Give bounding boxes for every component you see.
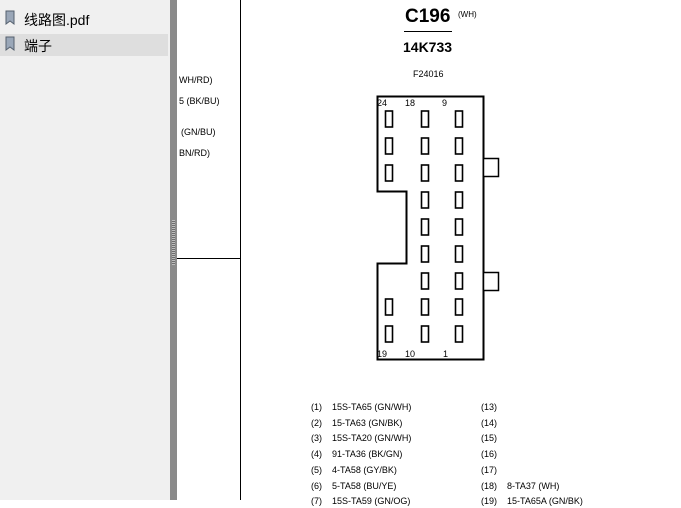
connector-cavity: [420, 218, 430, 236]
wire-line-vertical: [240, 0, 241, 500]
pin-number: (15): [481, 433, 498, 444]
pin-number: (4): [311, 449, 322, 460]
pin-row: (3) 15S-TA20 (GN/WH): [311, 433, 511, 445]
pin-circuit: 4-TA58 (GY/BK): [332, 464, 397, 475]
pin-row: (6) 5-TA58 (BU/YE): [311, 481, 511, 493]
pin-number: (1): [311, 402, 322, 412]
connector-outline: [376, 95, 485, 361]
pin-number: (19): [481, 496, 498, 507]
pin-circuit: 15S-TA20 (GN/WH): [332, 433, 412, 444]
connector-latch-bottom: [482, 271, 500, 292]
pin-row: (5) 4-TA58 (GY/BK): [311, 465, 511, 477]
wire-label: (GN/BU): [181, 127, 216, 137]
pin-row: (18) 8-TA37 (WH): [481, 481, 681, 493]
connector-cavity: [420, 325, 430, 343]
pin-row: (2) 15-TA63 (GN/BK): [311, 418, 511, 430]
connector-cavity: [420, 164, 430, 182]
pin-number: (2): [311, 417, 322, 428]
connector-cavity: [454, 272, 464, 290]
pin-number: (13): [481, 402, 498, 412]
pin-row: (16): [481, 449, 681, 461]
connector-ref-code: F24016: [413, 69, 444, 79]
connector-color: (WH): [458, 10, 477, 19]
pin-number: (14): [481, 417, 498, 428]
connector-face-diagram: 24 18 9 19 10 1: [376, 95, 500, 361]
splitter-grip[interactable]: [172, 220, 175, 265]
connector-cavities: [384, 110, 464, 343]
bookmark-icon: [5, 36, 15, 51]
pin-number: (16): [481, 449, 498, 460]
pin-circuit: 5-TA58 (BU/YE): [332, 480, 397, 491]
pin-circuit: 15-TA63 (GN/BK): [332, 417, 403, 428]
cavity-label-top-middle: 18: [405, 98, 415, 108]
bookmark-item-file[interactable]: 线路图.pdf: [0, 8, 168, 30]
wire-line-horizontal: [177, 258, 241, 259]
connector-cavity: [420, 245, 430, 263]
pin-number: (3): [311, 433, 322, 444]
cavity-label-bottom-left: 19: [377, 349, 387, 359]
pin-row: (14): [481, 418, 681, 430]
pin-row: (19) 15-TA65A (GN/BK): [481, 496, 681, 508]
bookmark-item-terminals[interactable]: 端子: [0, 34, 168, 56]
cavity-label-top-left: 24: [377, 98, 387, 108]
pin-number: (6): [311, 480, 322, 491]
connector-part-number: 14K733: [403, 39, 453, 55]
connector-cavity: [454, 137, 464, 155]
pin-row: (7) 15S-TA59 (GN/OG): [311, 496, 511, 508]
connector-cavity: [384, 137, 394, 155]
wire-label: BN/RD): [179, 148, 210, 158]
connector-cavity: [454, 164, 464, 182]
pin-number: (7): [311, 496, 322, 507]
connector-cavity: [454, 191, 464, 209]
pin-number: (17): [481, 464, 498, 475]
bookmarks-panel: 线路图.pdf 端子: [0, 0, 171, 500]
wire-label: 5 (BK/BU): [179, 96, 220, 106]
connector-cavity: [384, 164, 394, 182]
cavity-label-top-right: 9: [442, 98, 447, 108]
document-page: WH/RD) 5 (BK/BU) (GN/BU) BN/RD) C196 (WH…: [177, 0, 600, 506]
connector-id: C196: [405, 6, 451, 27]
pin-circuit: 15-TA65A (GN/BK): [507, 496, 583, 507]
pin-circuit: 15S-TA59 (GN/OG): [332, 496, 411, 507]
connector-cavity: [384, 325, 394, 343]
pin-row: (13): [481, 402, 681, 414]
pin-row: (1) 15S-TA65 (GN/WH): [311, 402, 511, 414]
connector-cavity: [454, 110, 464, 128]
connector-cavity: [420, 298, 430, 316]
cavity-label-bottom-right: 1: [443, 349, 448, 359]
pin-row: (15): [481, 433, 681, 445]
connector-cavity: [384, 110, 394, 128]
pin-row: (4) 91-TA36 (BK/GN): [311, 449, 511, 461]
connector-latch-top: [482, 157, 500, 178]
pin-circuit: 8-TA37 (WH): [507, 480, 560, 491]
connector-cavity: [420, 110, 430, 128]
panel-splitter[interactable]: [170, 0, 177, 500]
pin-number: (18): [481, 480, 498, 491]
pin-number: (5): [311, 464, 322, 475]
bookmark-icon: [5, 10, 15, 25]
connector-id-underline: [404, 31, 452, 32]
pin-row: (17): [481, 465, 681, 477]
connector-cavity: [454, 245, 464, 263]
bookmark-label: 端子: [24, 38, 52, 54]
cavity-label-bottom-middle: 10: [405, 349, 415, 359]
connector-cavity: [454, 298, 464, 316]
wire-label: WH/RD): [179, 75, 213, 85]
connector-cavity: [420, 272, 430, 290]
connector-cavity: [454, 218, 464, 236]
connector-cavity: [454, 325, 464, 343]
connector-cavity: [420, 137, 430, 155]
connector-cavity: [384, 298, 394, 316]
pin-circuit: 91-TA36 (BK/GN): [332, 449, 403, 460]
pin-circuit: 15S-TA65 (GN/WH): [332, 402, 412, 412]
connector-cavity: [420, 191, 430, 209]
bookmark-label: 线路图.pdf: [24, 12, 90, 28]
